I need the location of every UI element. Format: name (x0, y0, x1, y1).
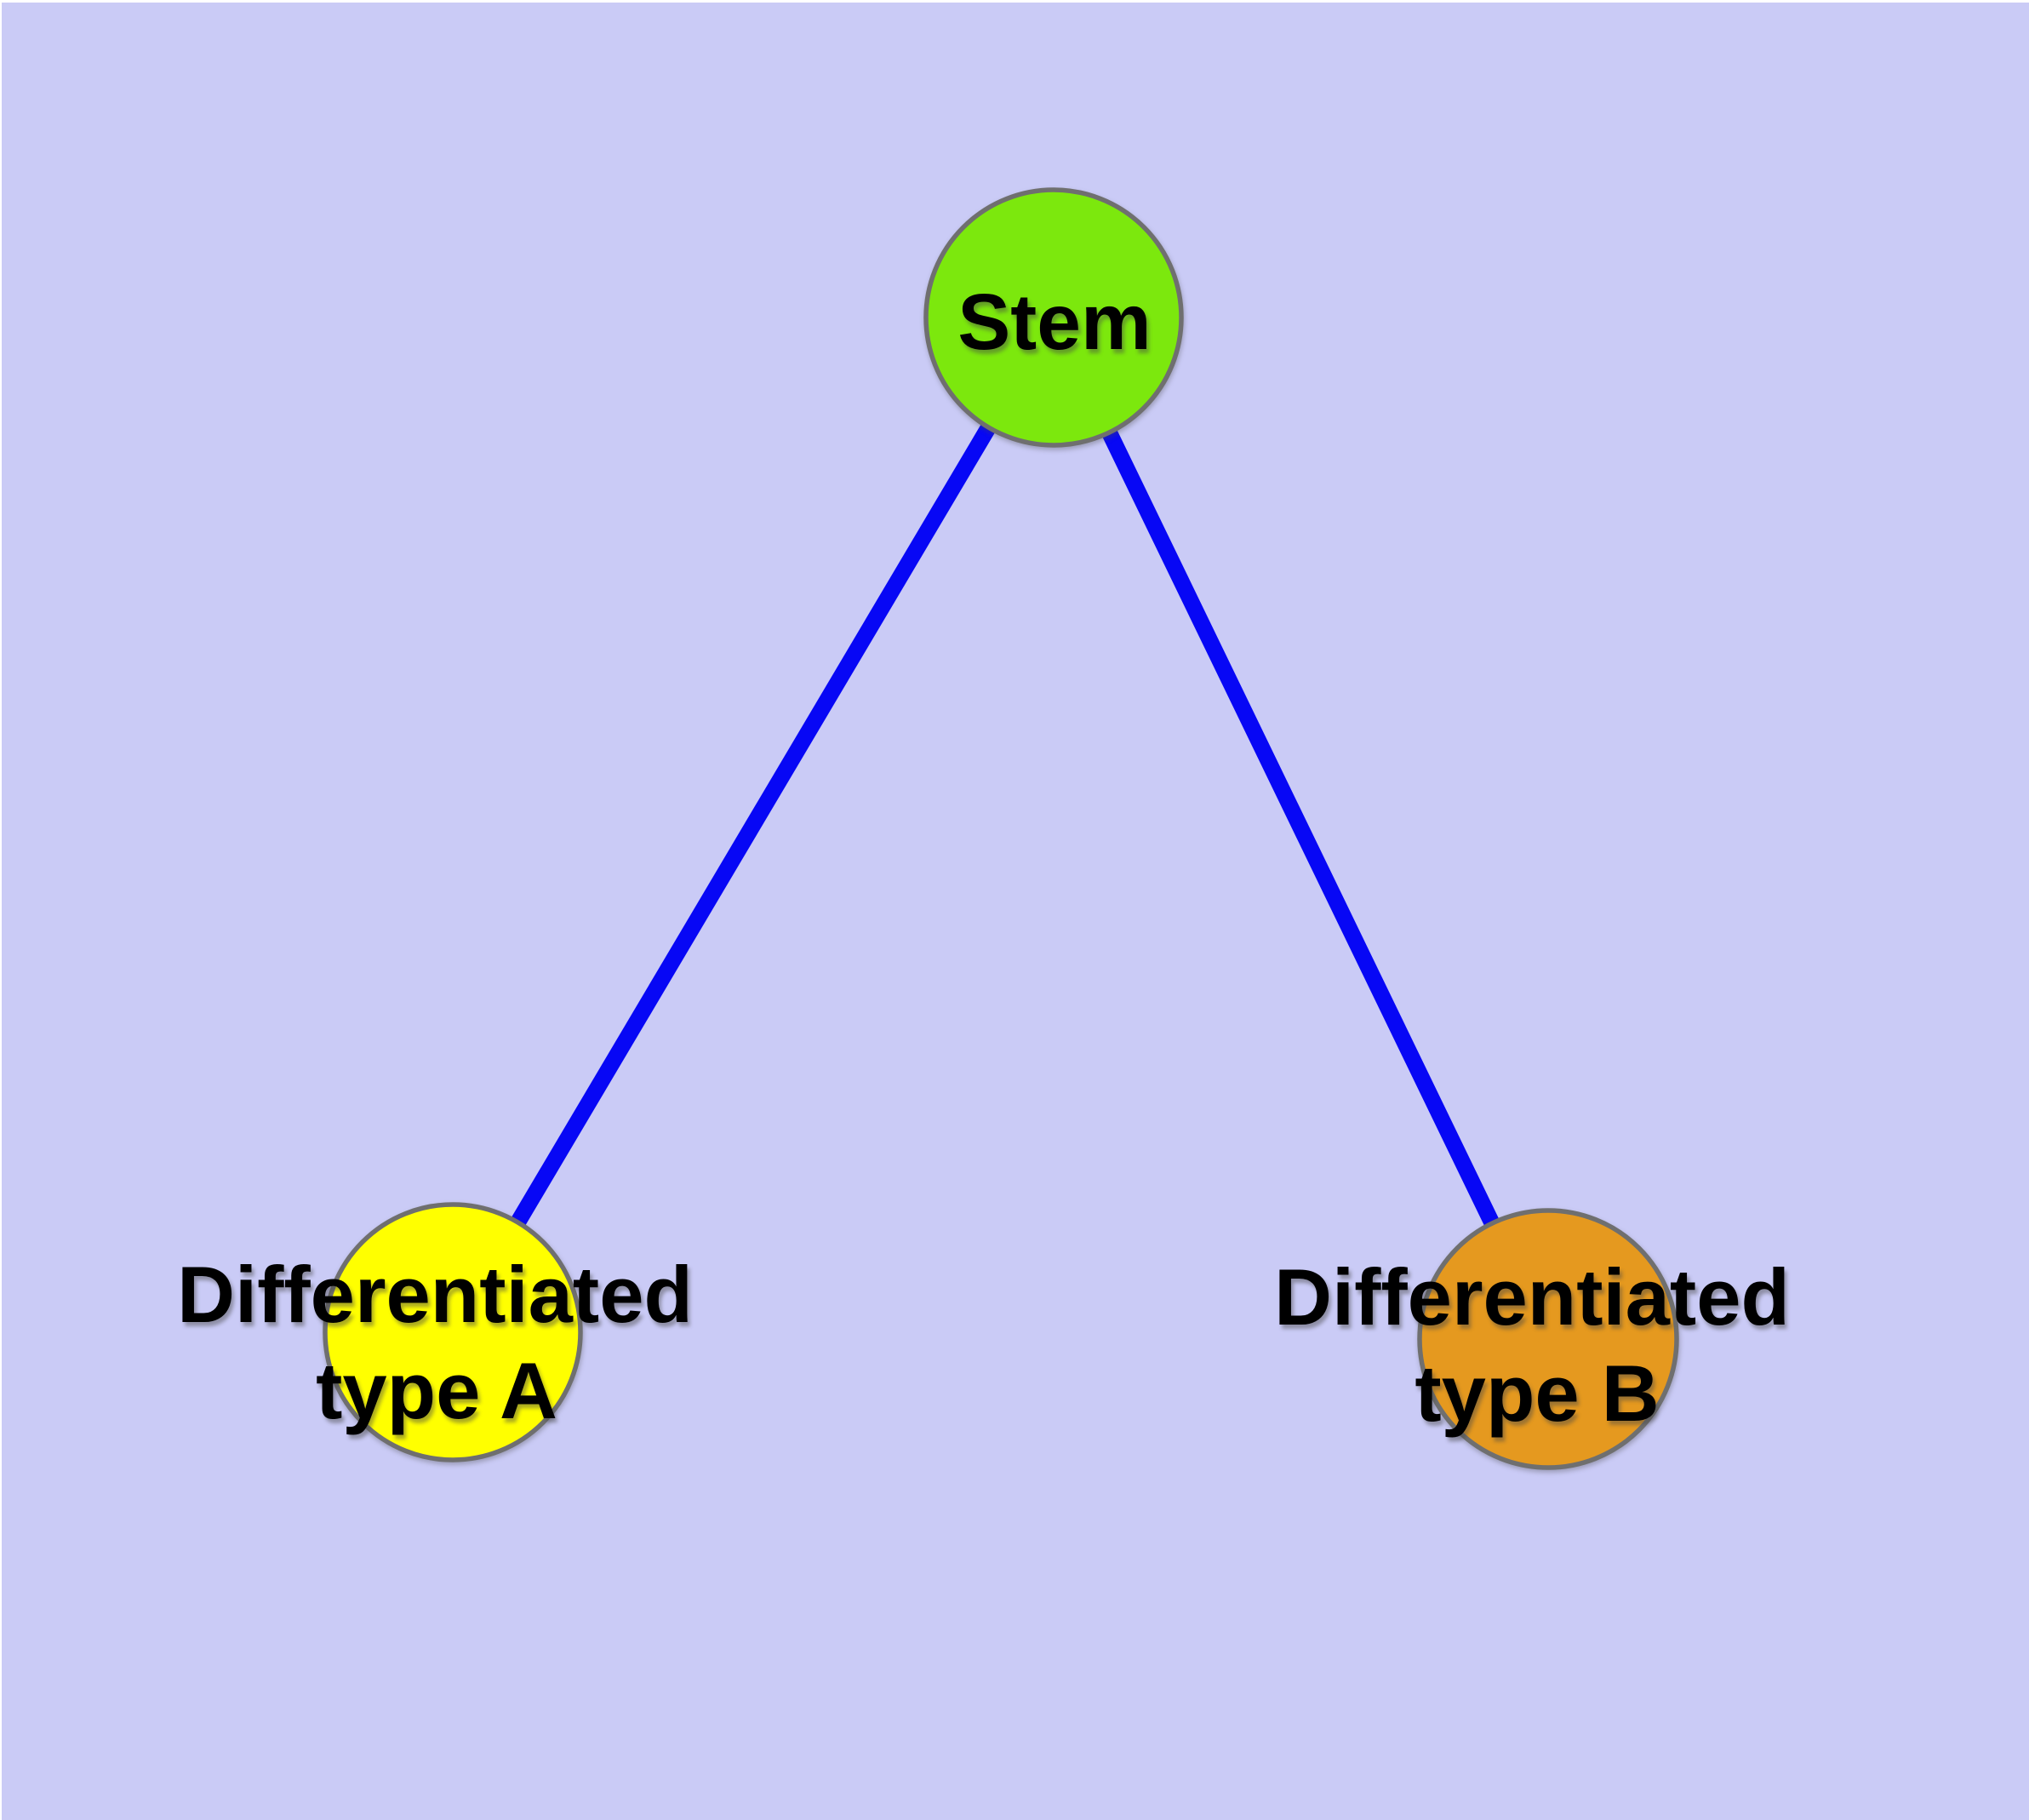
node-stem-circle (923, 187, 1184, 448)
node-type-b-label-line2: type B (1415, 1348, 1659, 1438)
edge-stem-to-type-b (1046, 313, 1556, 1343)
node-stem-label: Stem (957, 278, 1151, 366)
node-type-a-circle (323, 1202, 583, 1462)
edge-stem-to-type-a (445, 313, 1061, 1336)
node-type-b-label-line1: Differentiated (1274, 1252, 1790, 1342)
node-type-b-circle (1417, 1208, 1679, 1470)
node-type-a-label-line2: type A (316, 1346, 557, 1435)
node-type-a-label-line1: Differentiated (177, 1250, 693, 1339)
